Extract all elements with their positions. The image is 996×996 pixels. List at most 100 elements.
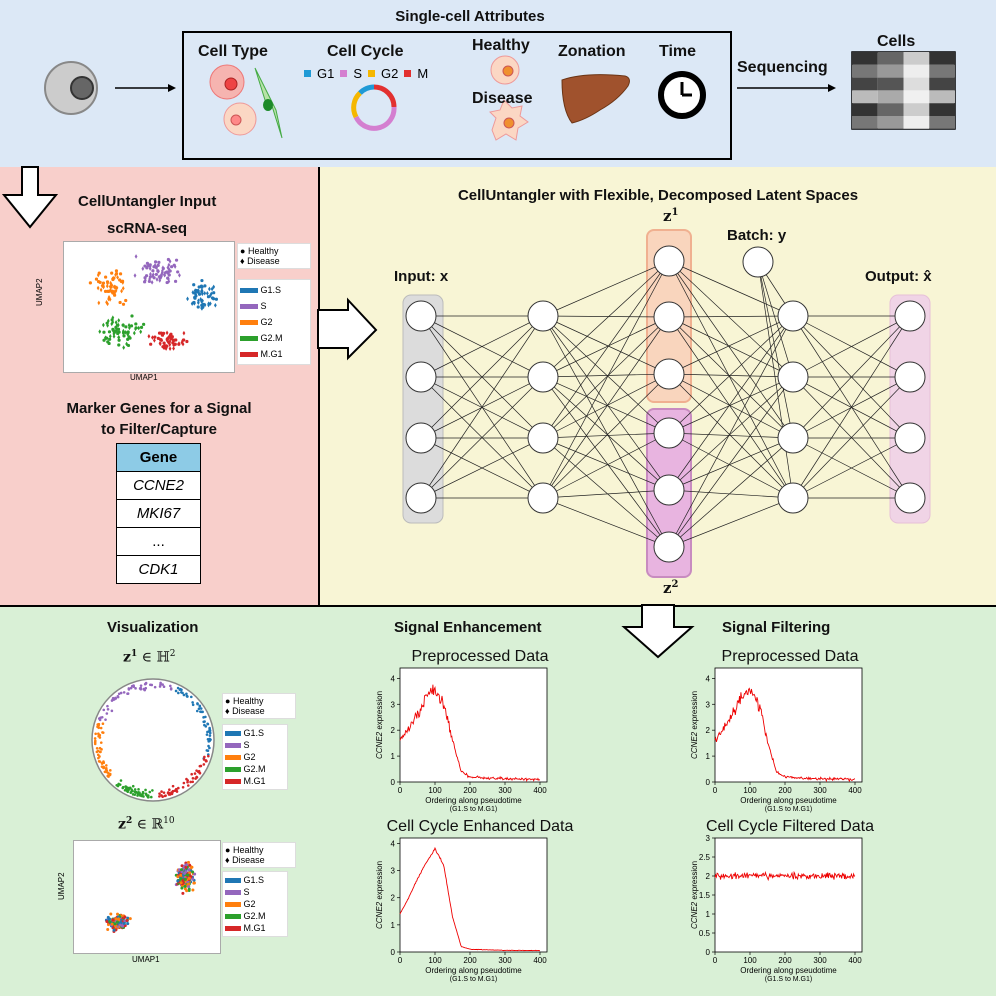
disk-point [206,722,209,726]
disk-point [174,787,178,791]
signal-enhancement-title: Signal Enhancement [394,619,542,636]
umap-point [142,322,146,326]
umap-point [150,280,154,285]
phase-legend-left: G1.S S G2 G2.M M.G1 [237,279,311,365]
disk-point [126,692,129,696]
x-tick-label: 100 [743,786,757,795]
umap-z2-point [180,886,184,890]
umap-point [116,322,120,328]
umap-z2-point [180,868,184,872]
umap-point [181,341,185,347]
network-node [653,358,685,390]
disk-point [142,795,145,798]
y-tick-label: 1 [391,752,396,761]
heatmap-cell [852,77,878,91]
disk-point [185,692,188,696]
disk-point [182,781,186,785]
disk-point [170,791,173,794]
umap-point [168,259,172,264]
x-tick-label: 100 [428,786,442,795]
umap-point [127,335,131,339]
disk-point [189,780,192,784]
umap-point [117,343,121,347]
disk-point [101,731,105,734]
disk-point [208,746,211,750]
disk-point [158,795,161,798]
heatmap-cell [929,116,955,129]
umap-point [182,338,186,342]
umap-point [118,272,123,276]
disk-point [124,788,128,791]
heatmap-cell [903,52,930,65]
disk-point [207,740,211,743]
umap-point [157,260,161,264]
umap-point [147,333,151,339]
disk-point [186,784,190,787]
network-node [894,482,926,514]
network-node [653,301,685,333]
disk-point [117,692,121,696]
shape-legend-z1: ● Healthy ♦ Disease [222,693,296,719]
disk-point [205,733,209,736]
disk-point [127,788,130,791]
network-node [894,300,926,332]
network-node [527,482,559,514]
y-tick-label: 3 [391,867,396,876]
attributes-box [182,31,732,160]
umap-point [106,340,110,344]
heatmap-cell [903,64,930,78]
umap-point [154,272,158,277]
heatmap-cell [929,52,955,65]
network-title: CellUntangler with Flexible, Decomposed … [457,187,859,204]
phase-g2: G2 [381,66,399,81]
disk-point [177,691,180,695]
gene-row: MKI67 [116,499,201,528]
umap-point [124,325,128,329]
disk-point [119,691,123,695]
umap-point [116,327,121,331]
disk-point [93,737,97,740]
z2-umap2-label: UMAP2 [57,872,66,900]
disk-point [190,772,193,776]
umap-z2-point [115,920,119,924]
disk-point [134,687,137,690]
umap-point [156,268,160,274]
umap-point [168,342,172,347]
umap-point [114,269,119,273]
umap-z2-point [106,927,110,931]
umap-point [195,288,199,293]
network-node [405,300,437,332]
umap-point [113,293,117,297]
plot-area [399,667,548,783]
umap-point [156,336,160,340]
disk-point [197,707,201,711]
x-tick-label: 200 [778,786,792,795]
disk-point [193,772,197,775]
x-axis-label-2: (G1.S to M.G1) [450,976,497,983]
disk-point [105,769,109,772]
disk-point [98,718,102,722]
x-tick-label: 0 [398,956,403,965]
disk-point [151,789,154,792]
disk-point [138,791,141,795]
umap-z2-point [187,876,191,880]
series-line [714,687,856,783]
umap-point [172,346,175,351]
y-tick-label: 0 [706,948,711,957]
y-axis-label: CCNE2 expression [375,861,384,929]
umap-point [201,302,205,306]
disk-point [195,709,199,713]
disk-point [114,696,117,700]
disk-point [169,687,173,690]
y-tick-label: 4 [706,674,711,683]
disk-boundary [91,678,215,802]
umap-point [173,279,178,283]
umap-point [178,272,181,278]
disk-point [100,765,104,768]
disk-point [204,715,207,719]
umap-z2-point [183,884,187,888]
umap-z2-point [186,860,190,864]
disk-point [98,746,102,750]
umap-z2-point [108,920,112,924]
network-node [894,422,926,454]
